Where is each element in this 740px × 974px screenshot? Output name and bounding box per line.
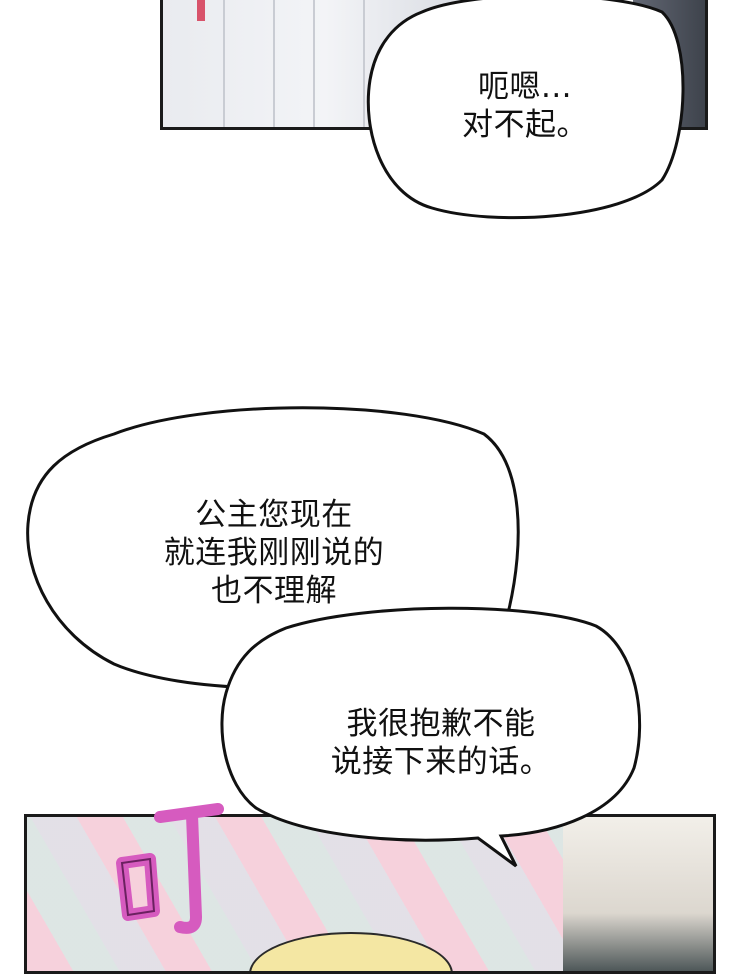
bubble-middle-line-1: 公主您现在 <box>195 497 353 533</box>
speech-bubble-bottom: 我很抱歉不能 说接下来的话。 <box>216 606 648 874</box>
sfx-ding: 叮 <box>116 803 224 934</box>
bubble-middle-line-3: 也不理解 <box>211 573 337 609</box>
speech-bubble-top: 呃嗯... 对不起。 <box>362 0 688 226</box>
bubble-bottom-line-2: 说接下来的话。 <box>330 744 552 780</box>
bubble-top-line-1: 呃嗯... <box>477 69 573 105</box>
bubble-middle-line-2: 就连我刚刚说的 <box>163 535 385 571</box>
character-hair-right <box>563 817 713 971</box>
blond-character-head <box>249 932 453 971</box>
bubble-bottom-line-1: 我很抱歉不能 <box>346 706 536 742</box>
bubble-top-line-2: 对不起。 <box>462 107 588 143</box>
curtain-red-accent <box>197 0 205 21</box>
